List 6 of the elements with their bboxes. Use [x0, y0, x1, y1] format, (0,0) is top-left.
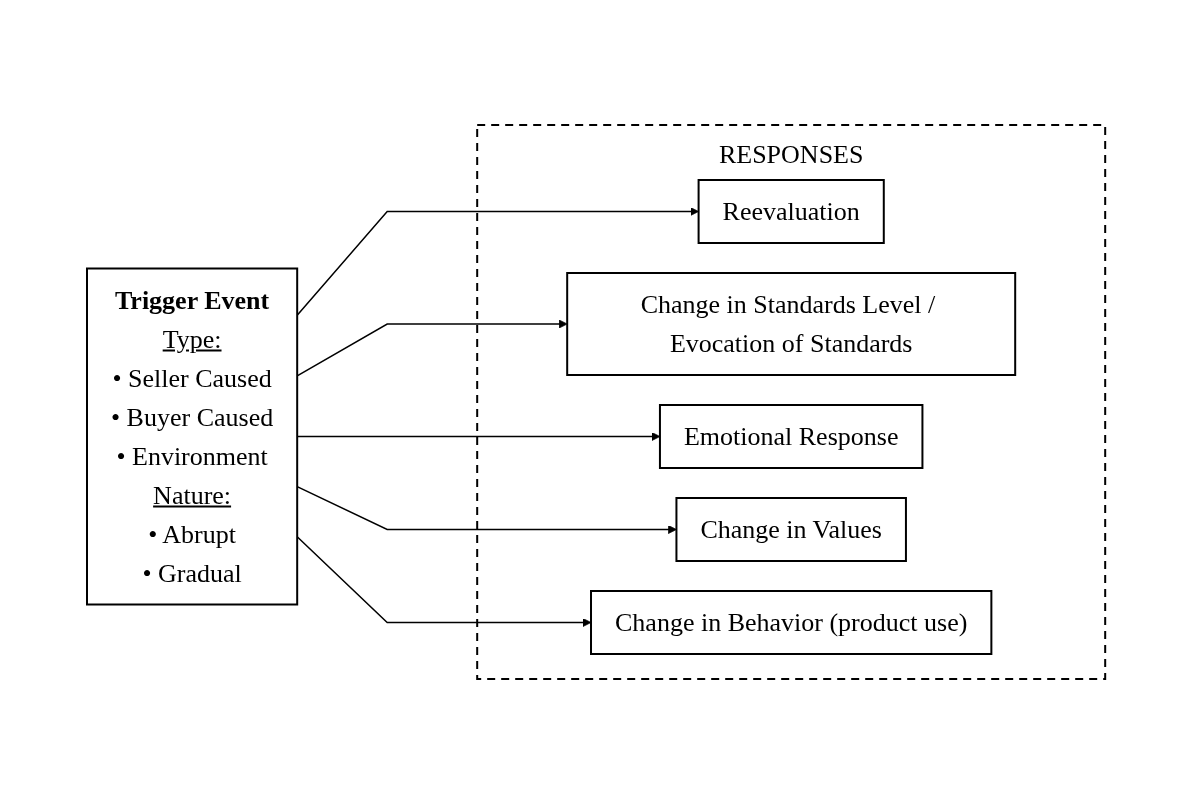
node-box: Trigger Event Type: • Seller Caused • Buyer Caused • Environment Nature: • Abrupt • Gradual — [85, 267, 299, 606]
node-box: Reevaluation — [697, 179, 885, 244]
node-box: Change in Values — [675, 497, 907, 562]
node-box: Emotional Response — [658, 404, 924, 469]
node-box: Change in Standards Level / Evocation of Standards — [566, 272, 1017, 376]
node-box: Change in Behavior (product use) — [589, 590, 993, 655]
